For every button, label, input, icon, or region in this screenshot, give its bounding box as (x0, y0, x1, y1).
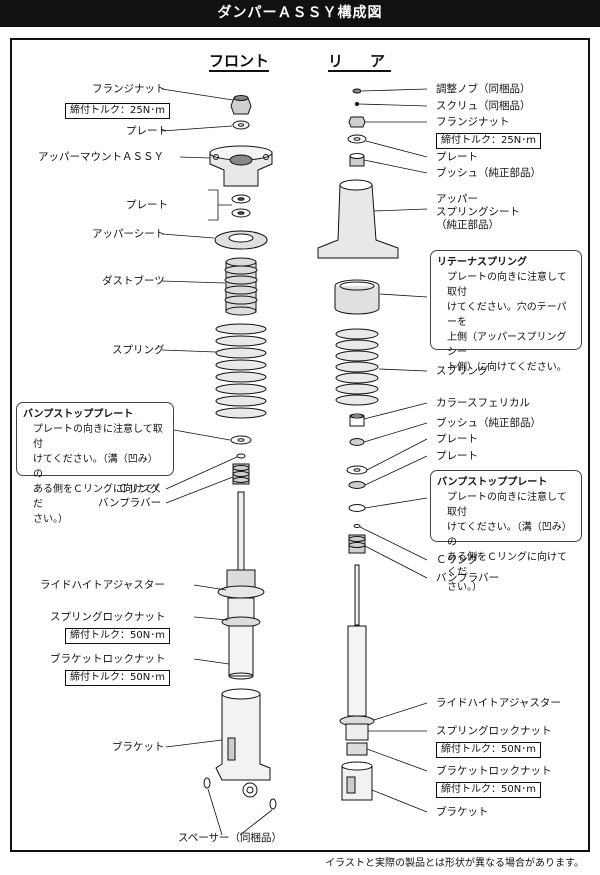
front-bump-rubber-label: バンプラバー (98, 497, 162, 509)
rear-bump-rubber-icon (348, 534, 366, 554)
rear-bumpstop-plate-icon (348, 504, 366, 512)
front-torque-bracket: 締付トルク：50N･m (65, 670, 170, 686)
rear-leader-lines (358, 88, 428, 813)
section-rear: リ ア (328, 52, 392, 72)
footnote: イラストと実際の製品とは形状が異なる場合があります。 (325, 858, 584, 869)
rear-torque-top: 締付トルク：25N･m (436, 133, 541, 149)
rear-bump-rubber-label: バンプラバー (436, 572, 500, 584)
dust-boot-label: ダストブーツ (102, 275, 165, 287)
upper-seat-label: アッパーシート (92, 228, 166, 240)
rear-plate2-label: プレート (436, 433, 478, 445)
front-leader-lines (161, 88, 273, 836)
rear-bumpstop-body: プレートの向きに注意して取付 けてください。（溝（凹み）の ある側をＣリングに向… (447, 492, 572, 593)
rear-screw-icon (355, 102, 359, 106)
rear-torque-bracket: 締付トルク：50N･m (436, 782, 541, 798)
rear-spring-label: スプリング (436, 365, 489, 377)
rear-bush2-icon (349, 438, 365, 446)
front-bracket-icon (215, 688, 271, 798)
front-bumpstop-plate-icon (230, 435, 252, 445)
front-bracket-label: ブラケット (112, 741, 165, 753)
front-c-ring-label: Ｃリング (118, 483, 160, 495)
rear-plate3-icon (348, 481, 366, 489)
rear-upper-seat-label: アッパー スプリングシート （純正部品） (436, 193, 520, 231)
front-c-ring-icon (236, 453, 246, 459)
upper-mount-label: アッパーマウントＡＳＳＹ (38, 151, 164, 163)
rear-knob-icon (352, 88, 362, 94)
front-plate-label: プレート (126, 125, 168, 137)
upper-mount-icon (209, 145, 273, 187)
section-front: フロント (209, 52, 270, 72)
rear-bracket-icon (341, 761, 373, 801)
rear-bush-icon (349, 153, 365, 167)
front-bump-rubber-icon (232, 463, 250, 485)
rear-spring-lock-label: スプリングロックナット (436, 725, 552, 737)
rear-knob-label: 調整ノブ（同梱品） (436, 83, 531, 95)
rear-flange-nut-label: フランジナット (436, 116, 510, 128)
rear-bracket-label: ブラケット (436, 806, 489, 818)
front-ride-height-label: ライドハイトアジャスター (40, 579, 165, 591)
rear-spring-icon (335, 328, 379, 406)
diagram-frame (10, 38, 590, 852)
spacer-right-icon (269, 798, 277, 810)
rear-upper-seat-icon (317, 179, 399, 259)
retainer-body: プレートの向きに注意して取付 けてください。穴のテーパーを 上側（アッパースプリ… (447, 272, 567, 373)
rear-bush-label: ブッシュ（純正部品） (436, 167, 541, 179)
rear-bumpstop-note: バンプストッププレート プレートの向きに注意して取付 けてください。（溝（凹み）… (430, 470, 582, 593)
rear-c-ring-label: Ｃリング (436, 554, 478, 566)
rear-bumpstop-title: バンプストッププレート (437, 477, 548, 488)
retainer-title: リテーナスプリング (437, 257, 527, 268)
spacer-label: スペーサー（同梱品） (178, 832, 283, 844)
front-spring-icon (215, 323, 267, 419)
retainer-spring-icon (334, 279, 380, 315)
spacer-left-icon (203, 777, 211, 789)
rear-ride-height-label: ライドハイトアジャスター (436, 697, 561, 709)
front-bumpstop-title: バンプストッププレート (23, 409, 134, 420)
front-flange-nut-label: フランジナット (92, 83, 166, 95)
front-bumpstop-note: バンプストッププレート プレートの向きに注意して取付 けてください。（溝（凹み）… (16, 402, 174, 525)
retainer-note: リテーナスプリング プレートの向きに注意して取付 けてください。穴のテーパーを … (430, 250, 582, 373)
rear-plate-label: プレート (436, 151, 478, 163)
rear-flange-nut-icon (348, 116, 366, 128)
rear-plate3-label: プレート (436, 450, 478, 462)
dust-boot-icon (224, 257, 258, 316)
front-bumpstop-body: プレートの向きに注意して取付 けてください。（溝（凹み）の ある側をＣリングに向… (33, 424, 163, 525)
front-flange-nut-icon (230, 95, 252, 115)
front-plates-label: プレート (126, 199, 168, 211)
rear-plate2-icon (346, 465, 368, 475)
rear-plate-icon (347, 134, 367, 144)
front-spring-label: スプリング (112, 344, 165, 356)
collar-spherical-icon (349, 413, 365, 427)
diagram-title: ダンパーＡＳＳＹ構成図 (0, 0, 600, 27)
front-torque-top: 締付トルク：25N･m (65, 103, 170, 119)
front-spring-lock-label: スプリングロックナット (50, 611, 166, 623)
collar-label: カラースフェリカル (436, 397, 530, 409)
rear-torque-spring: 締付トルク：50N･m (436, 742, 541, 758)
rear-screw-label: スクリュ（同梱品） (436, 100, 531, 112)
rear-bush2-label: ブッシュ（純正部品） (436, 417, 541, 429)
front-bracket-lock-label: ブラケットロックナット (50, 653, 166, 665)
rear-bracket-lock-label: ブラケットロックナット (436, 765, 552, 777)
rear-damper-icon (339, 564, 375, 756)
front-plate-icon (232, 120, 250, 130)
upper-seat-icon (214, 230, 268, 250)
rear-c-ring-icon (353, 524, 361, 528)
front-torque-spring: 締付トルク：50N･m (65, 628, 170, 644)
front-damper-icon (217, 491, 265, 680)
